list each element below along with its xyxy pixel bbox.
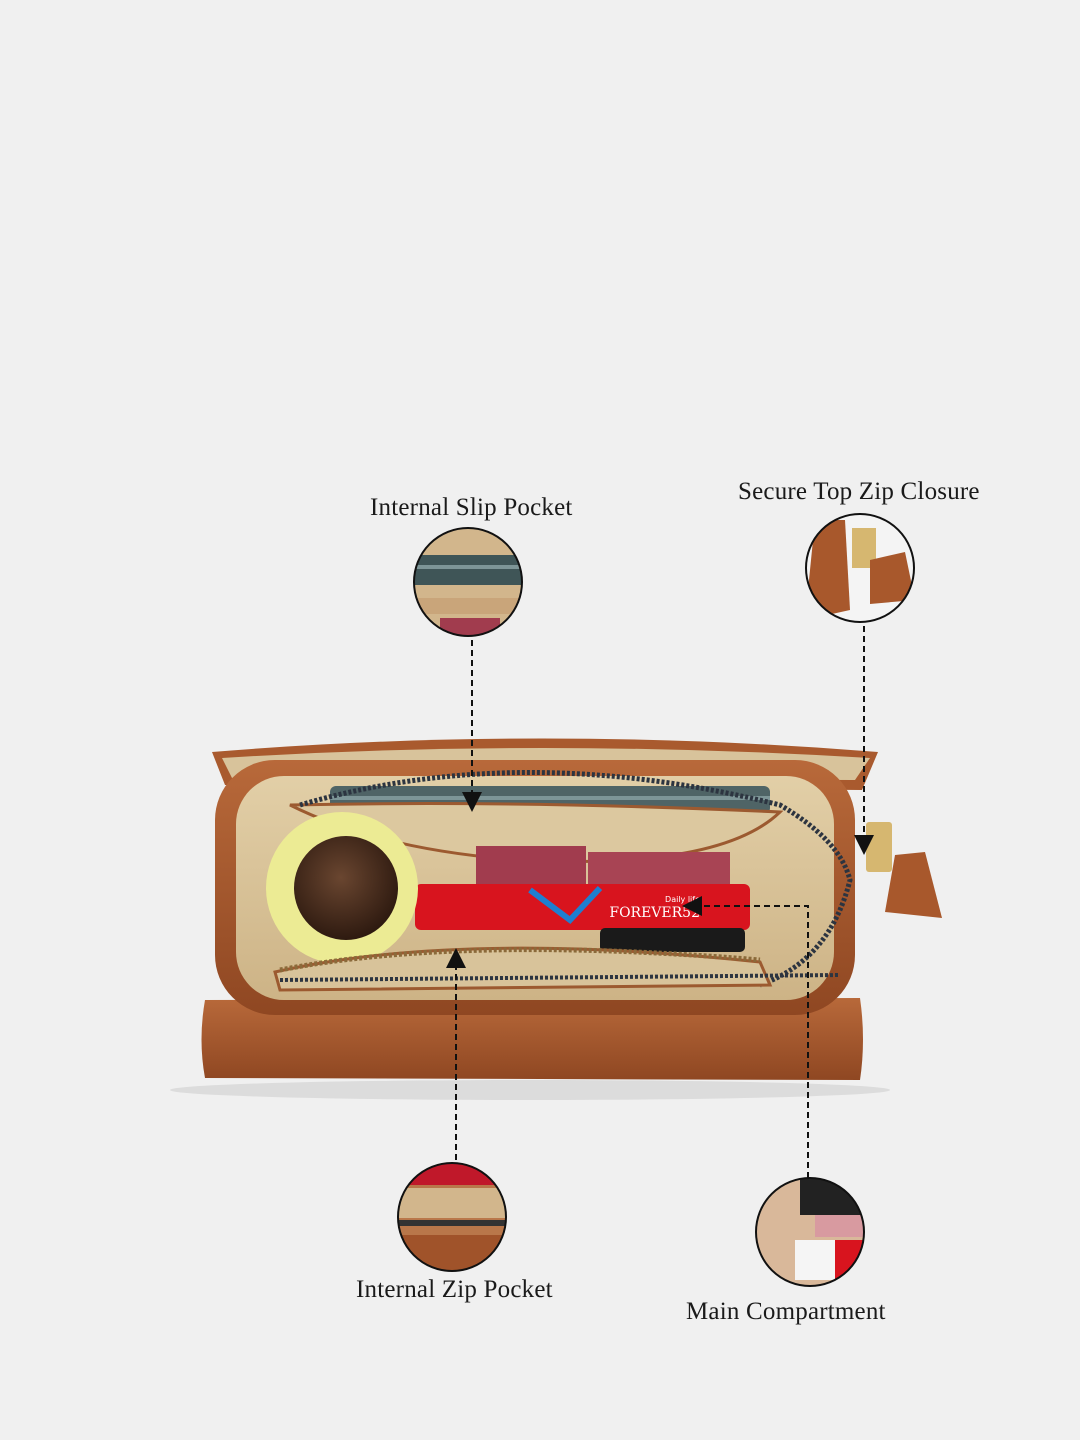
callout-label-top-zip: Secure Top Zip Closure bbox=[738, 478, 980, 505]
leader-main-compartment bbox=[682, 896, 809, 1178]
mascara-brand: Daily life bbox=[665, 895, 700, 904]
callout-label-zip-pocket: Internal Zip Pocket bbox=[356, 1276, 553, 1303]
top-zipper bbox=[299, 770, 853, 988]
lipstick bbox=[600, 928, 745, 952]
callout-label-main-compartment: Main Compartment bbox=[686, 1298, 886, 1325]
bag-shadow bbox=[170, 1080, 890, 1100]
callout-label-slip-pocket: Internal Slip Pocket bbox=[370, 494, 573, 521]
callout-circle-zip-pocket bbox=[397, 1162, 507, 1272]
zip-tab bbox=[885, 852, 942, 918]
callout-circle-top-zip bbox=[805, 513, 915, 623]
leader-lines bbox=[446, 626, 874, 1178]
mascara-name: FOREVER52 bbox=[609, 905, 700, 921]
bag: Daily life FOREVER52 bbox=[201, 738, 942, 1080]
callout-circle-slip-pocket bbox=[413, 527, 523, 637]
zip-puller bbox=[866, 822, 892, 872]
bag-front-flap bbox=[201, 998, 863, 1080]
callout-circle-main-compartment bbox=[755, 1177, 865, 1287]
